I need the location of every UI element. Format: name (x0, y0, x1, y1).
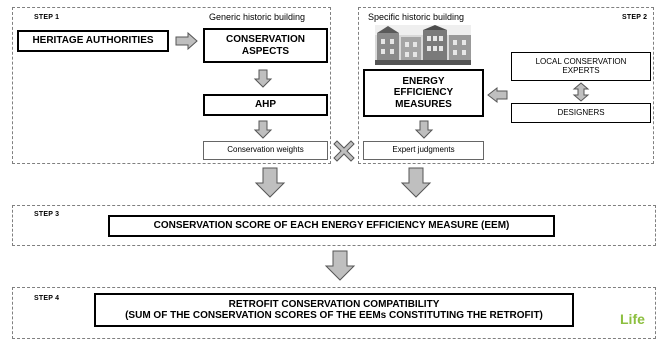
conservation-aspects-text: CONSERVATION ASPECTS (226, 34, 305, 57)
step2-label: STEP 2 (622, 14, 648, 21)
down-arrow-icon (253, 120, 273, 139)
ahp-box: AHP (203, 94, 328, 116)
ahp-text: AHP (254, 99, 277, 111)
conservation-aspects-box: CONSERVATION ASPECTS (203, 28, 328, 63)
down-arrow-icon (254, 167, 286, 198)
expert-judgments-box: Expert judgments (363, 141, 484, 160)
retrofit-compatibility-title: RETROFIT CONSERVATION COMPATIBILITY (228, 298, 440, 310)
designers-text: DESIGNERS (557, 107, 605, 117)
multiply-icon (333, 140, 355, 162)
down-arrow-icon (414, 120, 434, 139)
expert-judgments-text: Expert judgments (392, 145, 455, 155)
retrofit-compatibility-subtitle: (SUM OF THE CONSERVATION SCORES OF THE E… (125, 310, 543, 321)
step2-caption: Specific historic building (368, 12, 465, 22)
conservation-weights-text: Conservation weights (227, 145, 304, 155)
conservation-weights-box: Conservation weights (203, 141, 328, 160)
heritage-authorities-text: HERITAGE AUTHORITIES (32, 35, 154, 47)
down-arrow-icon (324, 250, 356, 281)
step4-label: STEP 4 (34, 295, 60, 302)
right-arrow-icon (175, 31, 198, 51)
life-logo: Life (620, 311, 645, 327)
retrofit-compatibility-box: RETROFIT CONSERVATION COMPATIBILITY (SUM… (94, 293, 574, 327)
heritage-authorities-box: HERITAGE AUTHORITIES (17, 30, 169, 52)
local-conservation-experts-text: LOCAL CONSERVATION EXPERTS (535, 56, 627, 75)
left-arrow-icon (487, 86, 508, 104)
step1-frame (12, 7, 331, 164)
step2-frame (358, 7, 654, 164)
energy-efficiency-measures-text: ENERGY EFFICIENCY MEASURES (393, 76, 454, 110)
historic-building-photo (375, 25, 471, 65)
energy-efficiency-measures-box: ENERGY EFFICIENCY MEASURES (363, 69, 484, 117)
down-arrow-icon (253, 69, 273, 88)
step1-caption: Generic historic building (209, 12, 306, 22)
step3-label: STEP 3 (34, 211, 60, 218)
conservation-score-text: CONSERVATION SCORE OF EACH ENERGY EFFICI… (153, 220, 510, 232)
down-arrow-icon (400, 167, 432, 198)
local-conservation-experts-box: LOCAL CONSERVATION EXPERTS (511, 52, 651, 81)
conservation-score-box: CONSERVATION SCORE OF EACH ENERGY EFFICI… (108, 215, 555, 237)
up-down-arrow-icon (572, 82, 590, 102)
step1-label: STEP 1 (34, 14, 60, 21)
designers-box: DESIGNERS (511, 103, 651, 123)
